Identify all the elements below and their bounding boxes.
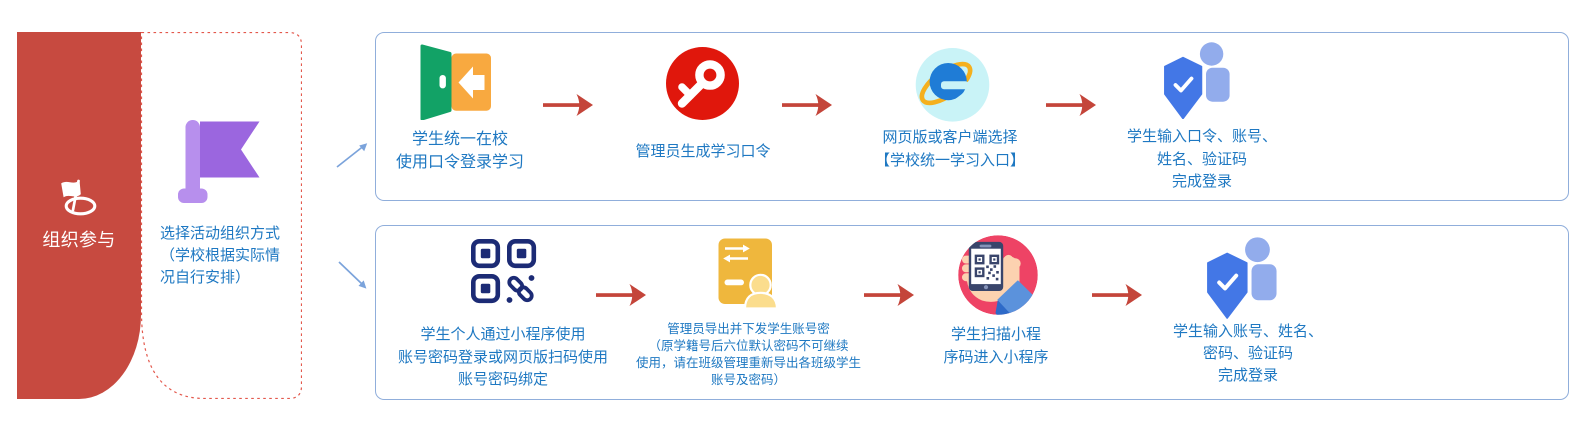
org-method-line: 况自行安排） — [160, 269, 251, 287]
step-label-line: 密码、验证码 — [1202, 344, 1293, 362]
flow-arrow-icon — [864, 284, 914, 306]
flow-arrow-icon — [596, 284, 646, 306]
flow-arrow-icon — [543, 94, 593, 116]
step-label-line: 学生个人通过小程序使用 — [420, 326, 586, 343]
flow-arrow-icon — [782, 94, 832, 116]
exit-door-icon — [420, 44, 491, 120]
step-label-line: 账号及密码） — [710, 373, 786, 388]
org-method-line: 选择活动组织方式 — [160, 225, 281, 242]
step-label-line: 网页版或客户端选择 — [882, 129, 1018, 146]
account-export-icon — [718, 238, 779, 309]
org-method-line: （学校根据实际情 — [160, 247, 281, 265]
step-label-line: （原学籍号后六位默认密码不可继续 — [648, 338, 849, 353]
org-method-text: 选择活动组织方式 （学校根据实际情 况自行安排） — [160, 223, 290, 290]
step-label-line: 管理员导出并下发学生账号密 — [667, 321, 830, 336]
scan-phone-icon — [958, 235, 1038, 315]
step-label-line: 使用，请在班级管理重新导出各班级学生 — [635, 355, 861, 370]
qrcode-link-icon — [471, 239, 537, 304]
step-label-line: 账号密码登录或网页版扫码使用 — [397, 348, 608, 366]
step-label: 学生输入账号、姓名、 密码、验证码 完成登录 — [1128, 321, 1368, 388]
branch-down-arrow-icon — [338, 261, 367, 289]
flow-arrow-icon — [1046, 94, 1096, 116]
step-label-line: 学生统一在校 — [411, 131, 508, 148]
org-method-dashed-border — [141, 32, 302, 399]
step-label-line: 姓名、验证码 — [1156, 150, 1247, 168]
step-label-line: 【学校统一学习入口】 — [874, 151, 1025, 169]
step-label: 学生输入口令、账号、 姓名、验证码 完成登录 — [1082, 126, 1322, 194]
step-label: 管理员导出并下发学生账号密 （原学籍号后六位默认密码不可继续 使用，请在班级管理… — [618, 321, 879, 390]
step-label-line: 学生输入口令、账号、 — [1126, 128, 1277, 145]
step-label-line: 管理员生成学习口令 — [635, 143, 771, 160]
org-method-panel: 选择活动组织方式 （学校根据实际情 况自行安排） — [141, 32, 302, 399]
step-label: 网页版或客户端选择 【学校统一学习入口】 — [830, 127, 1070, 172]
step-label-line: 使用口令登录学习 — [395, 153, 524, 171]
key-icon — [666, 47, 739, 120]
shield-user-icon — [1207, 237, 1277, 319]
shield-user-icon — [1164, 42, 1230, 119]
category-banner: 组织参与 — [17, 32, 141, 399]
flow-arrow-icon — [1092, 284, 1142, 306]
category-banner-label: 组织参与 — [42, 230, 116, 250]
purple-flag-icon — [178, 120, 260, 203]
step-label-line: 学生输入账号、姓名、 — [1172, 322, 1323, 340]
step-label: 管理员生成学习口令 — [583, 141, 823, 164]
step-label-line: 完成登录 — [1217, 366, 1278, 384]
ie-browser-icon — [915, 48, 990, 122]
step-label-line: 学生扫描小程 — [950, 326, 1041, 343]
step-label-line: 完成登录 — [1171, 173, 1232, 190]
step-label: 学生个人通过小程序使用 账号密码登录或网页版扫码使用 账号密码绑定 — [383, 324, 623, 392]
branch-up-arrow-icon — [336, 143, 368, 168]
step-label: 学生扫描小程 序码进入小程序 — [876, 324, 1116, 369]
step-label-line: 账号密码绑定 — [457, 371, 548, 388]
step-label-line: 序码进入小程序 — [943, 348, 1049, 366]
flag-ring-icon — [61, 179, 97, 216]
step-label: 学生统一在校 使用口令登录学习 — [340, 129, 580, 174]
